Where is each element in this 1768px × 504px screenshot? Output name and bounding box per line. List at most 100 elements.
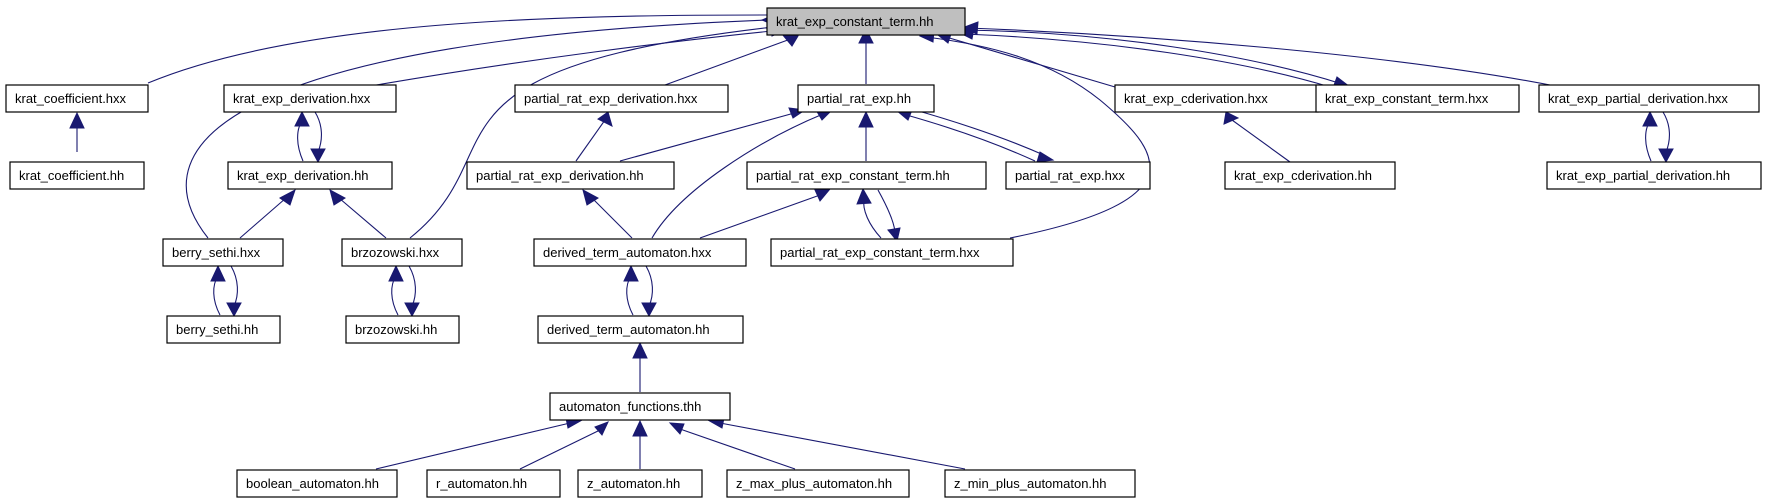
edge-ked_hxx-root (364, 29, 783, 88)
node-kc_hh-label: krat_coefficient.hh (19, 168, 124, 183)
edge-kepd_hh-kepd_hxx-a (1645, 120, 1652, 162)
arrowhead (210, 264, 226, 282)
arrowhead (1036, 151, 1055, 163)
node-kepd_hh[interactable]: krat_exp_partial_derivation.hh (1546, 161, 1762, 190)
arrowhead (858, 110, 874, 128)
edge-dta_hxx-pred_hh (591, 197, 633, 239)
node-af_thh[interactable]: automaton_functions.thh (549, 392, 731, 421)
arrowhead (858, 27, 874, 44)
node-kecd_hxx[interactable]: krat_exp_cderivation.hxx (1114, 84, 1319, 113)
node-za_hh[interactable]: z_automaton.hh (577, 469, 703, 498)
node-kc_hh-box (9, 161, 145, 190)
node-ked_hh-label: krat_exp_derivation.hh (237, 168, 369, 183)
node-dta_hh[interactable]: derived_term_automaton.hh (537, 315, 744, 344)
node-prect_hh-label: partial_rat_exp_constant_term.hh (756, 168, 950, 183)
node-root[interactable]: krat_exp_constant_term.hh (766, 7, 966, 36)
node-af_thh-label: automaton_functions.thh (559, 399, 701, 414)
arrowhead (632, 419, 648, 437)
node-ked_hh[interactable]: krat_exp_derivation.hh (227, 161, 393, 190)
node-bs_hh[interactable]: berry_sethi.hh (166, 315, 281, 344)
node-dta_hh-box (537, 315, 744, 344)
node-zmax_hh-label: z_max_plus_automaton.hh (736, 476, 892, 491)
arrowhead (594, 421, 609, 436)
edge-prect_hh-prect_hxx-b (877, 189, 896, 233)
node-kect_hxx-box (1315, 84, 1520, 113)
arrowhead (310, 148, 326, 164)
node-ked_hxx[interactable]: krat_exp_derivation.hxx (223, 84, 397, 113)
node-pre_hxx-box (1005, 161, 1151, 190)
node-kect_hxx[interactable]: krat_exp_constant_term.hxx (1315, 84, 1520, 113)
edge-bz_hxx-ked_hh (338, 197, 387, 239)
node-bs_hxx[interactable]: berry_sethi.hxx (162, 238, 284, 267)
arrowhead (69, 111, 85, 129)
arrowhead (780, 33, 799, 47)
arrowhead (887, 227, 901, 243)
node-pre_hh-box (797, 84, 935, 113)
edge-kepd_hxx-root (967, 27, 1561, 88)
arrowhead (641, 302, 657, 318)
node-prect_hxx[interactable]: partial_rat_exp_constant_term.hxx (770, 238, 1014, 267)
node-kepd_hxx-label: krat_exp_partial_derivation.hxx (1548, 91, 1728, 106)
node-pre_hxx[interactable]: partial_rat_exp.hxx (1005, 161, 1151, 190)
node-af_thh-box (549, 392, 731, 421)
arrowhead (814, 188, 832, 202)
node-pred_hxx[interactable]: partial_rat_exp_derivation.hxx (514, 84, 729, 113)
node-prect_hh[interactable]: partial_rat_exp_constant_term.hh (746, 161, 987, 190)
node-kecd_hh[interactable]: krat_exp_cderivation.hh (1224, 161, 1396, 190)
edge-kc_hxx-root (147, 14, 768, 84)
edge-prect_hxx-prect_hh-a (863, 197, 882, 239)
edge-ked_hxx-ked_hh-b (314, 111, 322, 153)
edge-dta_hxx-prect_hh (699, 194, 821, 239)
node-ba_hh-box (236, 469, 398, 498)
node-kepd_hxx-box (1538, 84, 1760, 113)
arrowhead (582, 189, 599, 206)
arrowhead (279, 188, 296, 206)
node-dta_hxx-label: derived_term_automaton.hxx (543, 245, 712, 260)
node-pre_hh-label: partial_rat_exp.hh (807, 91, 911, 106)
node-dta_hh-label: derived_term_automaton.hh (547, 322, 710, 337)
arrowhead (668, 422, 685, 435)
node-kc_hh[interactable]: krat_coefficient.hh (9, 161, 145, 190)
edge-ked_hh-ked_hxx-a (297, 120, 304, 162)
arrowhead (404, 302, 420, 318)
graph-nodes: krat_exp_constant_term.hh krat_coefficie… (5, 7, 1762, 498)
edge-bs_hxx-bs_hh-b (230, 265, 238, 307)
node-ked_hxx-label: krat_exp_derivation.hxx (233, 91, 371, 106)
node-bz_hh[interactable]: brzozowski.hh (345, 315, 460, 344)
node-bz_hxx-box (341, 238, 463, 267)
node-pred_hxx-label: partial_rat_exp_derivation.hxx (524, 91, 698, 106)
arrowhead (856, 187, 872, 205)
node-bz_hxx-label: brzozowski.hxx (351, 245, 440, 260)
node-kc_hxx-box (5, 84, 149, 113)
node-zmax_hh[interactable]: z_max_plus_automaton.hh (726, 469, 910, 498)
node-kepd_hxx[interactable]: krat_exp_partial_derivation.hxx (1538, 84, 1760, 113)
node-ra_hh-label: r_automaton.hh (436, 476, 527, 491)
node-dta_hxx[interactable]: derived_term_automaton.hxx (533, 238, 747, 267)
node-pre_hh[interactable]: partial_rat_exp.hh (797, 84, 935, 113)
node-ked_hh-box (227, 161, 393, 190)
node-pred_hxx-box (514, 84, 729, 113)
node-kepd_hh-box (1546, 161, 1762, 190)
edge-zmin_hh-af_thh (719, 422, 966, 470)
edge-prect_hxx-root (925, 36, 1151, 239)
edge-pred_hh-pre_hh (619, 111, 799, 162)
node-kc_hxx[interactable]: krat_coefficient.hxx (5, 84, 149, 113)
node-ra_hh[interactable]: r_automaton.hh (426, 469, 561, 498)
edge-kect_hxx-root-a (963, 33, 1331, 88)
node-zmin_hh[interactable]: z_min_plus_automaton.hh (944, 469, 1136, 498)
edge-dta_hxx-dta_hh-b (645, 265, 653, 307)
node-bz_hxx[interactable]: brzozowski.hxx (341, 238, 463, 267)
arrowhead (329, 189, 346, 206)
node-root-box (766, 7, 966, 36)
node-ba_hh[interactable]: boolean_automaton.hh (236, 469, 398, 498)
node-pred_hh-label: partial_rat_exp_derivation.hh (476, 168, 644, 183)
arrowhead (960, 21, 979, 35)
node-pred_hh[interactable]: partial_rat_exp_derivation.hh (466, 161, 675, 190)
node-dta_hxx-box (533, 238, 747, 267)
node-zmin_hh-label: z_min_plus_automaton.hh (954, 476, 1107, 491)
edge-pre_hxx-pre_hh-a (902, 113, 1036, 162)
node-ked_hxx-box (223, 84, 397, 113)
edge-ra_hh-af_thh (519, 429, 601, 470)
node-prect_hh-box (746, 161, 987, 190)
